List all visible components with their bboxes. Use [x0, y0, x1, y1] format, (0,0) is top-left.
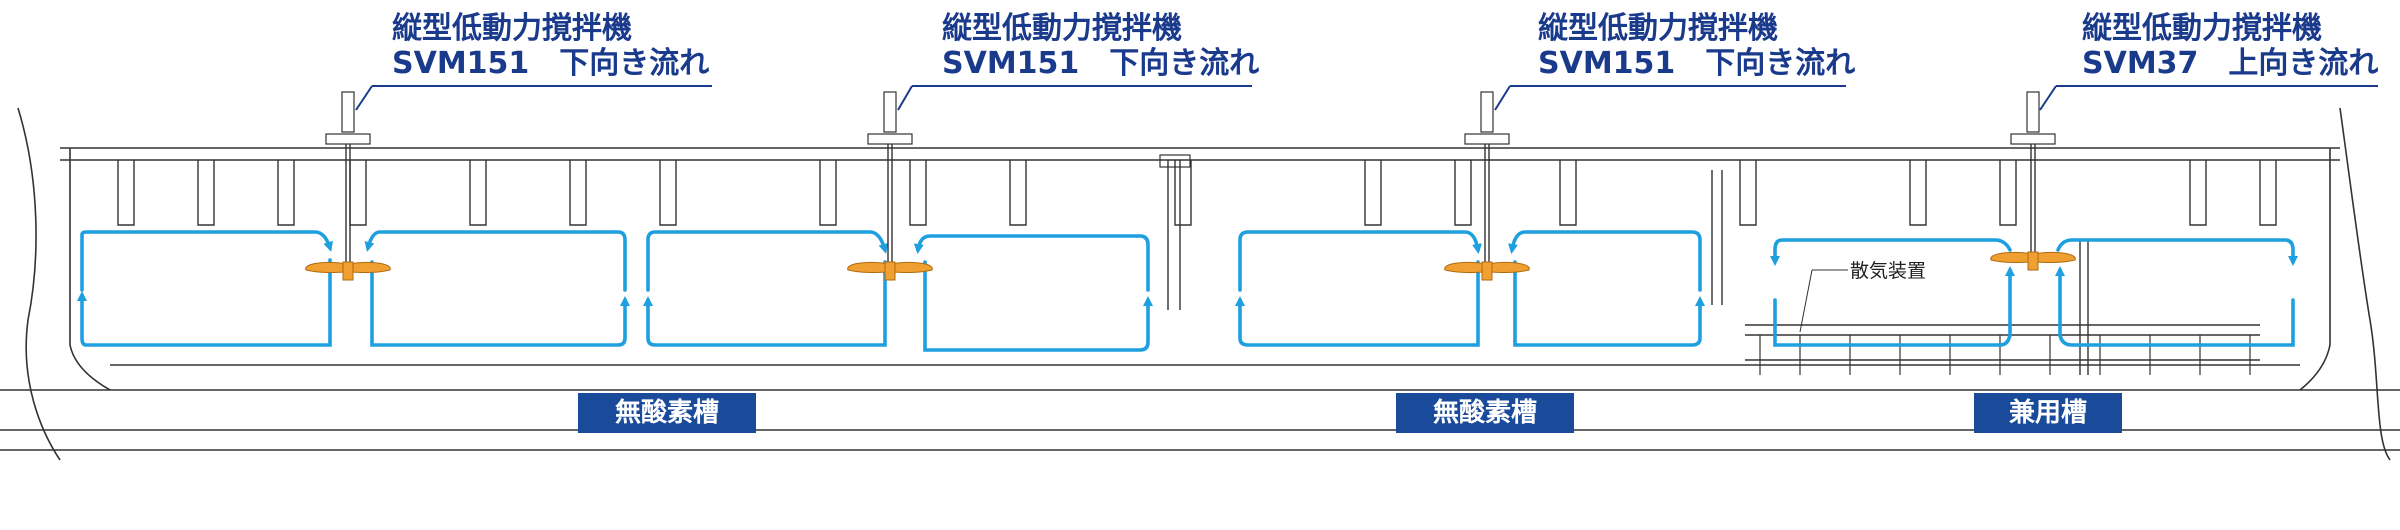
- mixer-callout-1-model: SVM151 下向き流れ: [392, 45, 710, 81]
- flow-loop-4a: [1770, 238, 2012, 266]
- mixer-callout-3-name: 縦型低動力撹拌機: [1538, 11, 1778, 46]
- impeller-hub-icon: [1481, 261, 1493, 281]
- ceiling-beam: [349, 160, 367, 226]
- left-outer-wall: [17, 107, 61, 461]
- mixer-callout-4: 縦型低動力撹拌機 SVM37 上向き流れ: [2082, 11, 2379, 81]
- mixer-units: [305, 91, 2076, 281]
- callout-pointer: [2039, 85, 2057, 111]
- ceiling-beam: [117, 160, 135, 226]
- mixer-callout-4-name: 縦型低動力撹拌機: [2082, 11, 2322, 46]
- flow-loop-2c: [913, 234, 1150, 292]
- right-inner-wall: [2299, 148, 2331, 391]
- ceiling-beam: [1454, 160, 1472, 226]
- ceiling-beams: [117, 160, 2277, 226]
- tank-label-combined: 兼用槽: [1974, 393, 2122, 433]
- callout-pointer: [355, 85, 373, 111]
- flow-loop-1d: [370, 260, 630, 347]
- tank-label-anoxic-2: 無酸素槽: [1396, 393, 1574, 433]
- flow-loop-3b: [1235, 260, 1480, 347]
- mixer-callout-1: 縦型低動力撹拌機 SVM151 下向き流れ: [392, 11, 710, 81]
- mixer-callout-4-model: SVM37 上向き流れ: [2082, 45, 2379, 81]
- ceiling-beam: [1999, 160, 2017, 226]
- right-outer-wall: [2339, 107, 2391, 461]
- mixer-mount-icon: [2010, 133, 2056, 145]
- tank-label-anoxic-1: 無酸素槽: [578, 393, 756, 433]
- flow-loop-3c: [1508, 230, 1702, 292]
- flow-loop-2d: [923, 260, 1153, 352]
- flow-loop-1a: [80, 230, 333, 292]
- ceiling-beam: [2259, 160, 2277, 226]
- ceiling-beam: [2189, 160, 2207, 226]
- left-inner-wall: [69, 148, 111, 391]
- ceiling-beam: [1364, 160, 1382, 226]
- impeller-hub-icon: [2027, 251, 2039, 271]
- mixer-callout-3-model: SVM151 下向き流れ: [1538, 45, 1856, 81]
- flow-loop-1b: [77, 258, 332, 347]
- baffle-walls: [1159, 154, 1723, 310]
- flow-loop-4b: [1773, 266, 2015, 347]
- callout-leader-lines: [355, 85, 2378, 111]
- aeration-leader-v: [1799, 269, 1813, 333]
- ceiling-beam: [569, 160, 587, 226]
- ceiling-beam: [1559, 160, 1577, 226]
- ceiling-beam: [819, 160, 837, 226]
- flow-loop-1c: [364, 230, 627, 292]
- ceiling-beam: [909, 160, 927, 226]
- mixer-mount-icon: [867, 133, 913, 145]
- flow-loop-4d: [2055, 266, 2295, 347]
- flow-loop-3d: [1513, 260, 1705, 347]
- mixer-motor-icon: [883, 91, 897, 133]
- mixer-callout-1-name: 縦型低動力撹拌機: [392, 11, 632, 46]
- flow-loops: [77, 230, 2298, 352]
- ceiling-beam: [1174, 160, 1192, 226]
- flow-loop-2b: [643, 260, 887, 347]
- aeration-device-label: 散気装置: [1850, 260, 1927, 282]
- flow-loop-3a: [1238, 230, 1482, 292]
- flow-loop-2a: [646, 230, 889, 292]
- mixer-motor-icon: [2026, 91, 2040, 133]
- baffle-cap: [1159, 154, 1191, 168]
- mixer-mount-icon: [325, 133, 371, 145]
- mixer-callout-2-model: SVM151 下向き流れ: [942, 45, 1260, 81]
- mixer-motor-icon: [341, 91, 355, 133]
- impeller-hub-icon: [342, 261, 354, 281]
- mixer-callout-3: 縦型低動力撹拌機 SVM151 下向き流れ: [1538, 11, 1856, 81]
- ceiling-beam: [469, 160, 487, 226]
- ceiling-beam: [659, 160, 677, 226]
- mixer-callout-2: 縦型低動力撹拌機 SVM151 下向き流れ: [942, 11, 1260, 81]
- flow-loop-4c: [2056, 238, 2298, 266]
- callout-pointer: [1494, 85, 1511, 111]
- mixer-callout-2-name: 縦型低動力撹拌機: [942, 11, 1182, 46]
- ceiling-beam: [1009, 160, 1027, 226]
- ceiling-beam: [1909, 160, 1927, 226]
- impeller-hub-icon: [884, 261, 896, 281]
- ceiling-beam: [1739, 160, 1757, 226]
- aeration-equipment: [1745, 240, 2260, 375]
- callout-pointer: [897, 85, 913, 111]
- ceiling-beam: [197, 160, 215, 226]
- ceiling-beam: [277, 160, 295, 226]
- mixer-motor-icon: [1480, 91, 1494, 133]
- mixer-mount-icon: [1464, 133, 1510, 145]
